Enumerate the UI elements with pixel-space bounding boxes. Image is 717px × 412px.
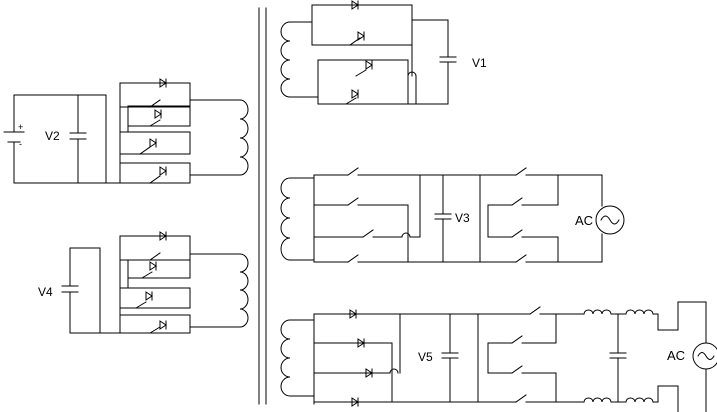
switch-v4-1	[119, 231, 191, 261]
switch-v4-2	[127, 259, 191, 279]
diode-switch-v1-1	[351, 0, 359, 10]
diode-switch-v1-4	[345, 89, 359, 105]
diode-v5-4	[351, 397, 359, 407]
inductor-v5-top-1	[583, 309, 612, 315]
switch-v4-4	[119, 314, 191, 334]
secondary-winding-v3	[280, 177, 291, 261]
secondary-winding-v1	[280, 21, 291, 98]
diode-switch-v1-2	[349, 31, 365, 46]
battery-icon: + -	[3, 94, 79, 184]
source-v4-block: V4	[38, 231, 249, 334]
diode-v5-3	[365, 368, 373, 378]
transformer-core	[258, 7, 267, 405]
switch-v2-1	[119, 78, 191, 108]
label-v2: V2	[45, 129, 60, 143]
label-v1: V1	[472, 56, 487, 70]
battery-plus-sign: +	[18, 122, 23, 132]
capacitor-v2	[69, 94, 87, 184]
capacitor-filter-v5	[609, 313, 627, 403]
secondary-winding-v5	[280, 319, 291, 397]
label-v4: V4	[38, 285, 53, 299]
inductor-v5-bottom-1	[583, 397, 612, 403]
ac-source-bottom-icon	[692, 342, 717, 370]
switch-v2-3	[119, 131, 191, 155]
primary-winding-v4	[239, 253, 249, 328]
source-v2-block: + - V2	[3, 78, 249, 184]
label-v5: V5	[418, 350, 433, 364]
label-ac-top: AC	[575, 213, 593, 228]
capacitor-v3	[434, 174, 452, 263]
capacitor-v5	[441, 313, 459, 403]
inductor-v5-bottom-2	[625, 397, 654, 403]
label-v3: V3	[455, 211, 470, 225]
diode-v5-2	[357, 338, 365, 348]
switch-v2-2	[127, 105, 191, 127]
diode-switch-v1-3	[355, 60, 373, 77]
diode-v5-1	[349, 309, 357, 319]
capacitor-v1	[439, 19, 457, 105]
capacitor-v4	[61, 247, 79, 334]
inductor-v5-top-2	[625, 309, 654, 315]
output-v1-block: V1	[280, 0, 487, 105]
ac-source-top-icon	[595, 174, 625, 263]
switch-v2-4	[119, 162, 191, 184]
primary-winding-v2	[239, 99, 249, 176]
switch-v4-3	[119, 287, 191, 309]
output-v5-block: V5	[280, 301, 717, 412]
output-v3-block: V3 AC	[280, 167, 625, 263]
label-ac-bottom: AC	[667, 348, 685, 363]
battery-minus-sign: -	[19, 139, 22, 149]
